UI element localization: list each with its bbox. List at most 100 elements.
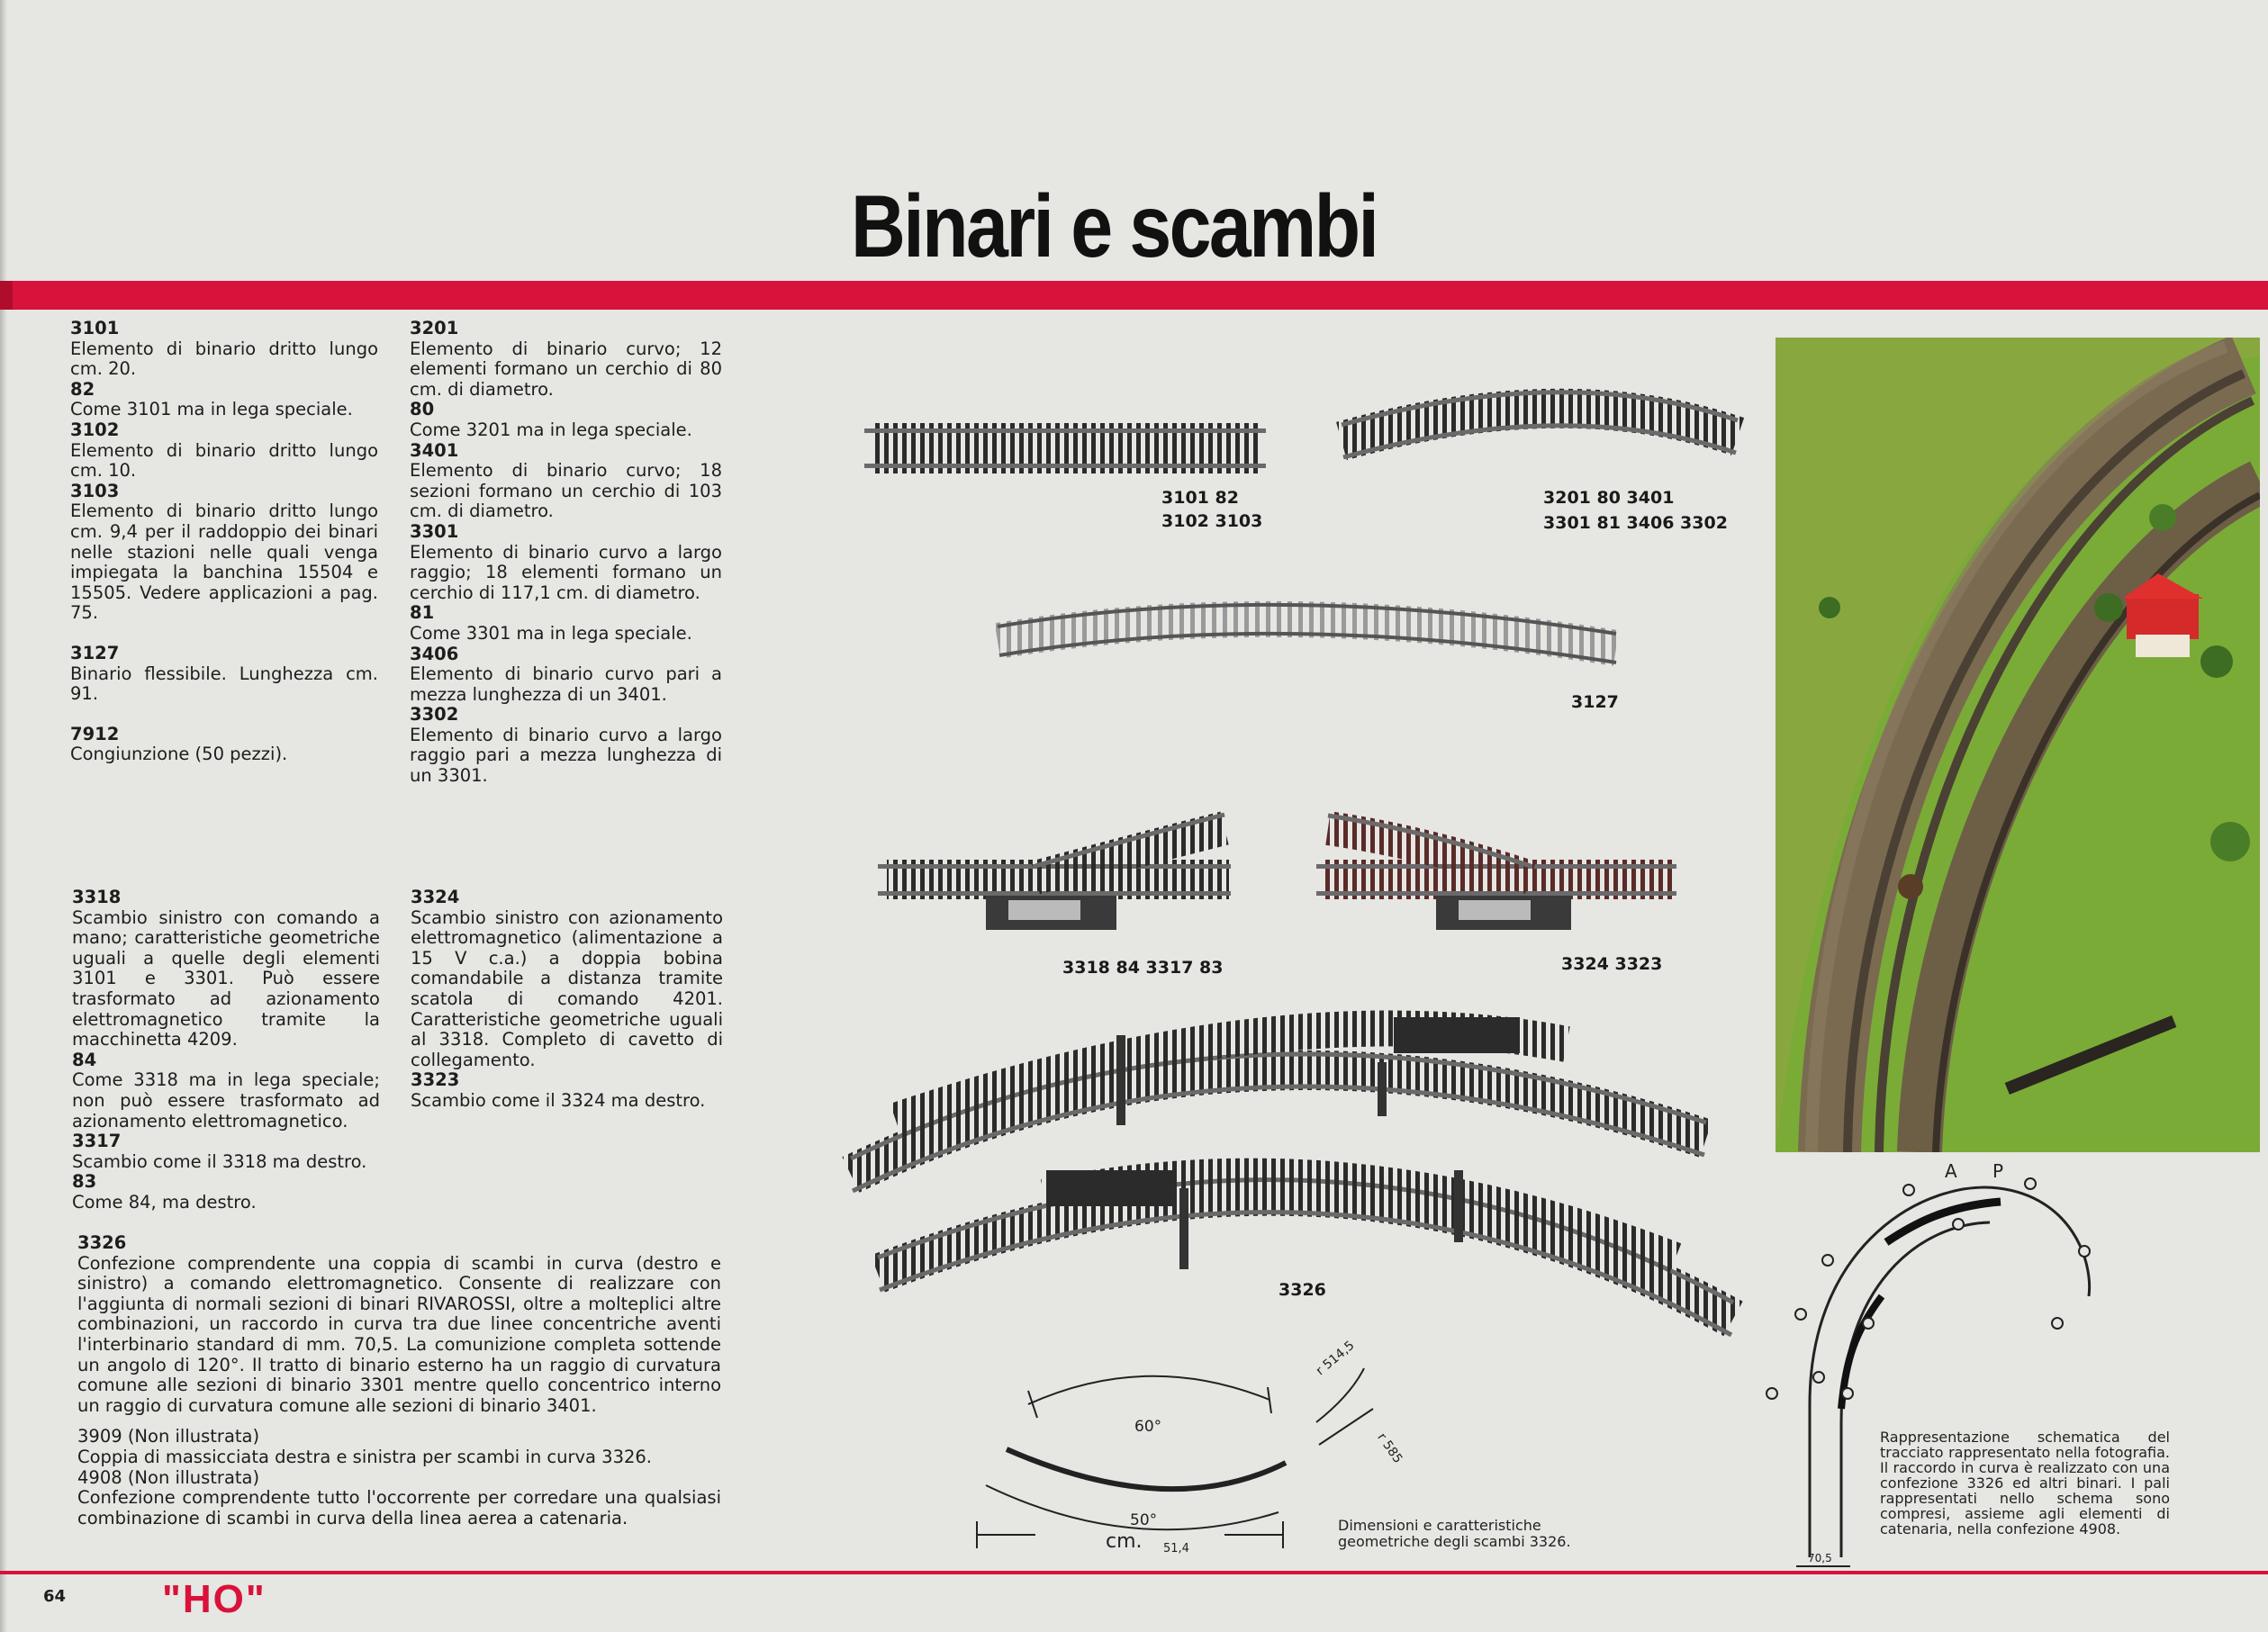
geometry-diagram	[976, 1367, 1374, 1548]
item-code: 3324	[411, 887, 460, 907]
track-label: 3301 81 3406 3302	[1543, 513, 1728, 533]
electric-switch	[1316, 811, 1676, 930]
bottom-rule	[0, 1571, 2268, 1574]
item-description: Elemento di binario curvo a largo raggio…	[410, 724, 722, 787]
item-code: 3102	[70, 419, 120, 440]
item-code: 3406	[410, 643, 459, 664]
track-label: 3326	[1279, 1280, 1326, 1300]
layout-photo	[1776, 338, 2260, 1152]
straight-track	[864, 423, 1266, 473]
track-label: 3324 3323	[1561, 954, 1663, 974]
radius-label: r 585	[1374, 1430, 1405, 1466]
item-code: 82	[70, 378, 95, 400]
item-code: 3127	[70, 642, 120, 663]
item-code: 84	[72, 1049, 97, 1070]
page-number: 64	[43, 1587, 67, 1606]
title-band	[0, 281, 2268, 310]
item-description: Scambio sinistro con azionamento elettro…	[411, 906, 723, 1070]
angle-label: 50°	[1130, 1511, 1158, 1529]
item-code: 3101	[70, 318, 120, 338]
item-code: 80	[410, 399, 435, 420]
item-description: Come 3101 ma in lega speciale.	[70, 399, 353, 420]
geometry-caption: Dimensioni e caratteristiche geometriche…	[1338, 1517, 1571, 1550]
item-description: Elemento di binario curvo; 12 elementi f…	[410, 338, 722, 400]
item-code: 81	[410, 602, 435, 624]
page-title: Binari e scambi	[851, 176, 1379, 275]
item-description: Confezione comprendente una coppia di sc…	[77, 1252, 721, 1416]
dimension-label: 70,5	[1808, 1552, 1832, 1564]
item-code: 3323	[411, 1069, 460, 1091]
manual-switch	[878, 811, 1231, 930]
item-description: Confezione comprendente tutto l'occorren…	[77, 1487, 721, 1528]
track-label: 3101 82	[1161, 488, 1239, 508]
item-code: 3103	[70, 480, 120, 501]
item-description: Come 3301 ma in lega speciale.	[410, 622, 692, 644]
item-code: 83	[72, 1171, 97, 1193]
item-description: Congiunzione (50 pezzi).	[70, 744, 288, 765]
item-code: 7912	[70, 723, 120, 744]
item-description: Elemento di binario dritto lungo cm. 9,4…	[70, 500, 378, 624]
item-description: Scambio sinistro con comando a mano; car…	[72, 906, 380, 1050]
curved-track	[1336, 388, 1745, 461]
schematic-diagram: A P 70,5	[1766, 1160, 2092, 1567]
track-label: 3318 84 3317 83	[1062, 958, 1224, 978]
item-code: 3317	[72, 1131, 122, 1152]
track-label: 3127	[1571, 692, 1619, 712]
flexible-track	[994, 600, 1620, 666]
track-label: 3201 80 3401	[1543, 488, 1675, 508]
item-description: Come 3201 ma in lega speciale.	[410, 419, 692, 440]
item-code: 4908 (Non illustrata)	[77, 1466, 260, 1488]
item-description: Binario flessibile. Lunghezza cm. 91.	[70, 663, 378, 705]
item-description: Elemento di binario dritto lungo cm. 20.	[70, 338, 378, 380]
item-code: 3201	[410, 318, 459, 338]
catalog-entry: 4908 (Non illustrata)Confezione comprend…	[77, 1466, 721, 1529]
item-description: Scambio come il 3318 ma destro.	[72, 1150, 367, 1172]
item-description: Elemento di binario dritto lungo cm. 10.	[70, 439, 378, 482]
pole-label: P	[1992, 1160, 2003, 1182]
item-description: Elemento di binario curvo a largo raggio…	[410, 541, 722, 603]
scale-label: "HO"	[162, 1577, 267, 1621]
item-description: Come 3318 ma in lega speciale; non può e…	[72, 1069, 380, 1132]
item-code: 3302	[410, 704, 459, 726]
unit-label: cm.	[1106, 1530, 1143, 1553]
schematic-caption: Rappresentazione schematica del tracciat…	[1880, 1429, 2170, 1537]
catalog-entry: 3909 (Non illustrata)Coppia di massiccia…	[77, 1427, 721, 1467]
page-edge	[0, 0, 7, 1632]
item-code: 3301	[410, 520, 459, 542]
item-code: 3909 (Non illustrata)	[77, 1426, 260, 1447]
item-code: 3326	[77, 1232, 127, 1253]
item-code: 3401	[410, 439, 459, 461]
radius-label: r 514,5	[1313, 1338, 1358, 1379]
angle-label: 60°	[1134, 1418, 1162, 1436]
pole-label: A	[1945, 1160, 1957, 1182]
item-description: Elemento di binario curvo; 18 sezioni fo…	[410, 460, 722, 522]
unit-value: 51,4	[1163, 1542, 1189, 1555]
item-description: Scambio come il 3324 ma destro.	[411, 1089, 706, 1111]
item-description: Come 84, ma destro.	[72, 1191, 257, 1213]
item-description: Elemento di binario curvo pari a mezza l…	[410, 663, 722, 705]
